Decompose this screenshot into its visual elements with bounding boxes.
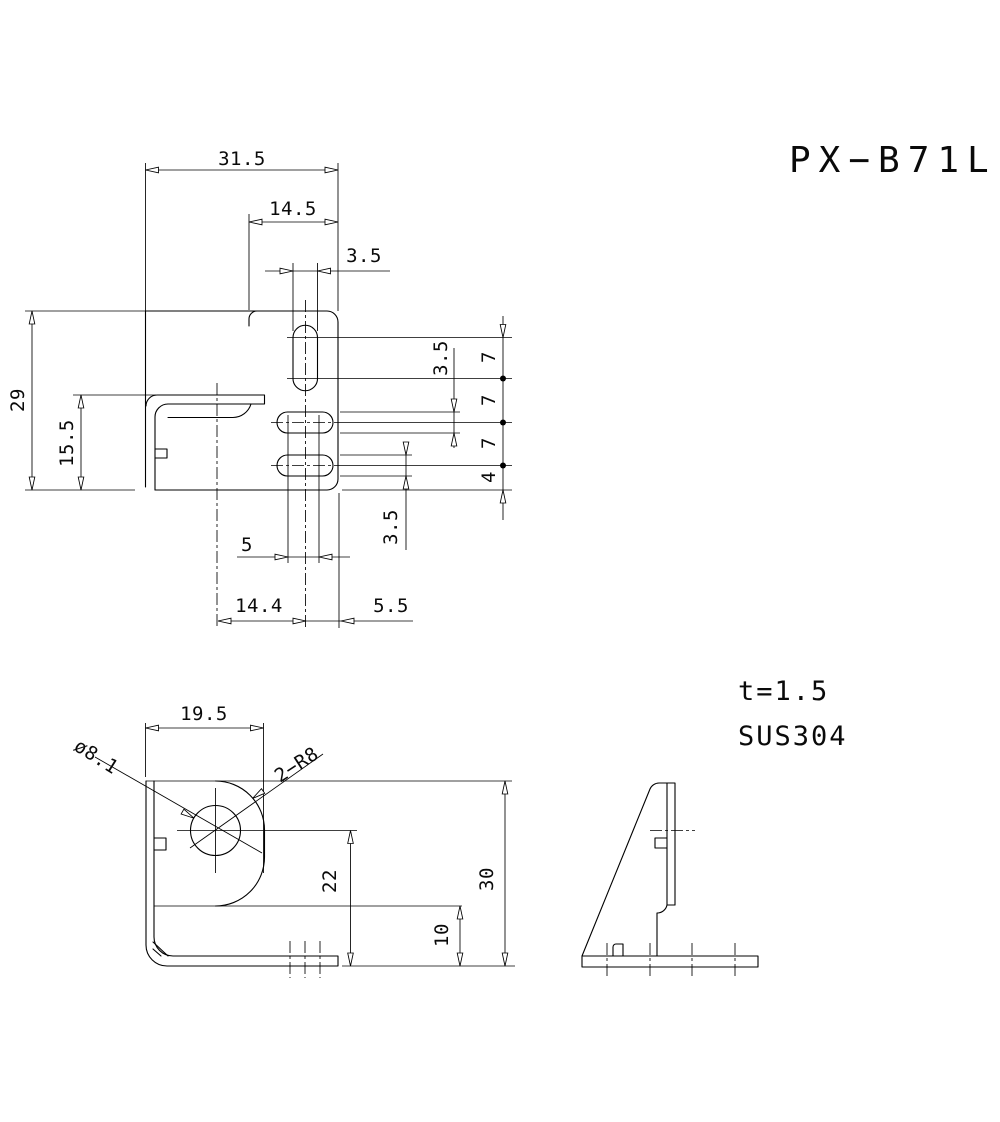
arrowhead xyxy=(499,324,507,338)
bend-sliver xyxy=(152,948,162,957)
dim-pitch-2: 7 xyxy=(478,394,500,406)
arrowhead xyxy=(77,394,85,409)
arrowhead xyxy=(145,724,159,732)
arrowhead xyxy=(340,617,355,625)
chain-dot xyxy=(500,419,506,426)
arrowhead xyxy=(347,830,354,844)
thickness-note: t=1.5 xyxy=(738,676,829,707)
arrowhead xyxy=(501,780,509,795)
arrowhead xyxy=(456,905,464,920)
arrowhead xyxy=(217,617,232,625)
dim-total-height: 29 xyxy=(7,388,29,412)
arrowhead xyxy=(501,952,509,967)
top-view: 31.5 14.5 3.5 29 15.5 7 7 7 4 3.5 3.5 5 … xyxy=(7,148,512,628)
horizontal-slot-a xyxy=(276,411,334,434)
arrowhead xyxy=(248,218,263,226)
arrowhead xyxy=(402,475,410,490)
arrowhead xyxy=(450,398,458,413)
material-note: SUS304 xyxy=(738,721,848,752)
side-tab-notch xyxy=(153,837,167,851)
leader-line xyxy=(189,753,324,849)
arrowhead xyxy=(145,166,159,174)
flange-edge-strip xyxy=(156,394,266,405)
plate-step xyxy=(656,904,668,957)
part-outline xyxy=(144,310,339,491)
dim-hole-height: 22 xyxy=(319,869,341,893)
arrowhead xyxy=(450,432,458,447)
arrowhead xyxy=(77,476,85,491)
arrowhead xyxy=(499,489,507,504)
dim-total-depth: 30 xyxy=(476,867,498,891)
part-outline xyxy=(145,780,339,967)
title-block: PX−B71L t=1.5 SUS304 xyxy=(738,140,997,752)
chain-dot xyxy=(500,462,506,469)
dim-tab-width: 14.5 xyxy=(269,198,317,220)
arrowhead xyxy=(252,788,266,799)
dim-pitch-1: 7 xyxy=(478,351,500,363)
dim-hole-diameter: ø8.1 xyxy=(70,735,122,779)
front-view: 19.5 ø8.1 2−R8 22 10 30 xyxy=(70,703,515,978)
base-plate xyxy=(581,955,759,968)
side-tab-notch xyxy=(654,837,668,849)
dim-slot-width: 3.5 xyxy=(346,245,382,267)
arrowhead xyxy=(180,808,195,819)
arrowhead xyxy=(279,267,294,275)
part-number: PX−B71L xyxy=(789,140,997,181)
dim-pitch-3: 7 xyxy=(478,437,500,449)
dim-edge-distance: 5.5 xyxy=(373,595,409,617)
side-view xyxy=(581,782,759,978)
dim-flange-height: 15.5 xyxy=(56,419,78,467)
dim-corner-radius: 2−R8 xyxy=(271,743,323,787)
dim-hole-pitch: 5 xyxy=(241,534,253,556)
dim-slot-a-height: 3.5 xyxy=(430,340,452,376)
arrowhead xyxy=(456,952,464,967)
arrowhead xyxy=(318,553,333,561)
arrowhead xyxy=(317,267,331,275)
dim-bottom-offset: 4 xyxy=(478,471,500,483)
dim-base-width: 19.5 xyxy=(180,703,228,725)
arrowhead xyxy=(347,952,354,967)
arrowhead xyxy=(274,553,289,561)
arrowhead xyxy=(324,166,339,174)
leader-line xyxy=(94,756,263,854)
dim-slot-b-height: 3.5 xyxy=(380,509,402,545)
arrowhead xyxy=(292,617,307,625)
bend-inner-edge xyxy=(154,403,169,491)
bend-outer-arc xyxy=(145,394,158,407)
dim-center-offset: 14.4 xyxy=(235,595,283,617)
arrowhead xyxy=(28,310,36,325)
arrowhead xyxy=(402,441,410,456)
r8-corner-profile xyxy=(214,780,266,907)
tab-corner-fillet xyxy=(248,310,258,327)
chain-dot xyxy=(500,375,506,382)
dim-total-width: 31.5 xyxy=(218,148,266,170)
arrowhead xyxy=(250,724,264,732)
bend-sliver xyxy=(152,941,169,957)
arrowhead xyxy=(28,476,36,491)
flange-fold-line xyxy=(167,403,252,419)
base-tab xyxy=(612,943,624,957)
gusset-profile xyxy=(581,782,676,957)
side-tab-notch xyxy=(154,448,168,459)
arrowhead xyxy=(324,218,339,226)
horizontal-slot-b xyxy=(276,454,334,477)
dim-step-height: 10 xyxy=(431,923,453,947)
